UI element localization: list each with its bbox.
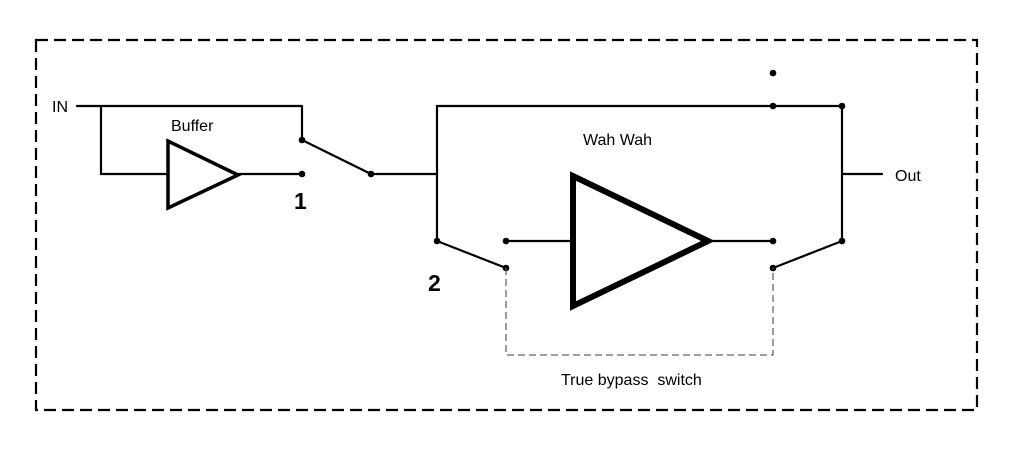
switch-1-lever	[300, 138, 373, 176]
switch-2-left-lever	[435, 239, 508, 270]
buffer-amplifier	[166, 138, 243, 211]
switch-2-right-contact-effect	[769, 237, 777, 245]
switch-2-right-lever	[771, 239, 844, 270]
wah-wah-label: Wah Wah	[583, 132, 652, 149]
input-label: IN	[52, 99, 68, 116]
buffer-input-wire	[99, 104, 170, 176]
switch-2-number: 2	[428, 270, 441, 296]
true-bypass-link	[505, 268, 774, 356]
output-label: Out	[895, 168, 921, 185]
switch-1-contact-buffer	[298, 170, 306, 178]
wah-wah-amplifier	[570, 171, 715, 311]
output-switch-contact-open	[769, 69, 777, 77]
pedal-enclosure-frame	[34, 38, 979, 412]
true-bypass-switch-label: True bypass switch	[561, 372, 702, 389]
bypass-wire	[435, 104, 775, 243]
buffer-label: Buffer	[171, 118, 214, 135]
switch-1-number: 1	[294, 188, 307, 214]
